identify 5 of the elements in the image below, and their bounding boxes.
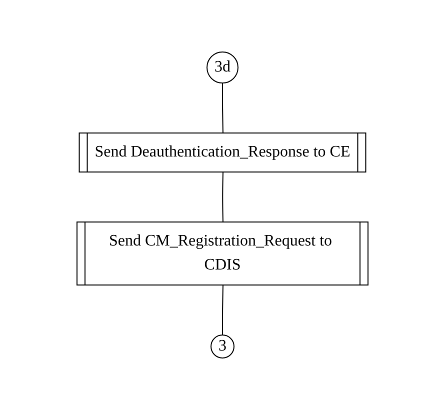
node-circle: 3d — [206, 52, 238, 84]
connector — [222, 285, 223, 336]
connector — [222, 172, 223, 224]
node-circle: 3 — [210, 334, 234, 359]
connector — [222, 82, 223, 134]
